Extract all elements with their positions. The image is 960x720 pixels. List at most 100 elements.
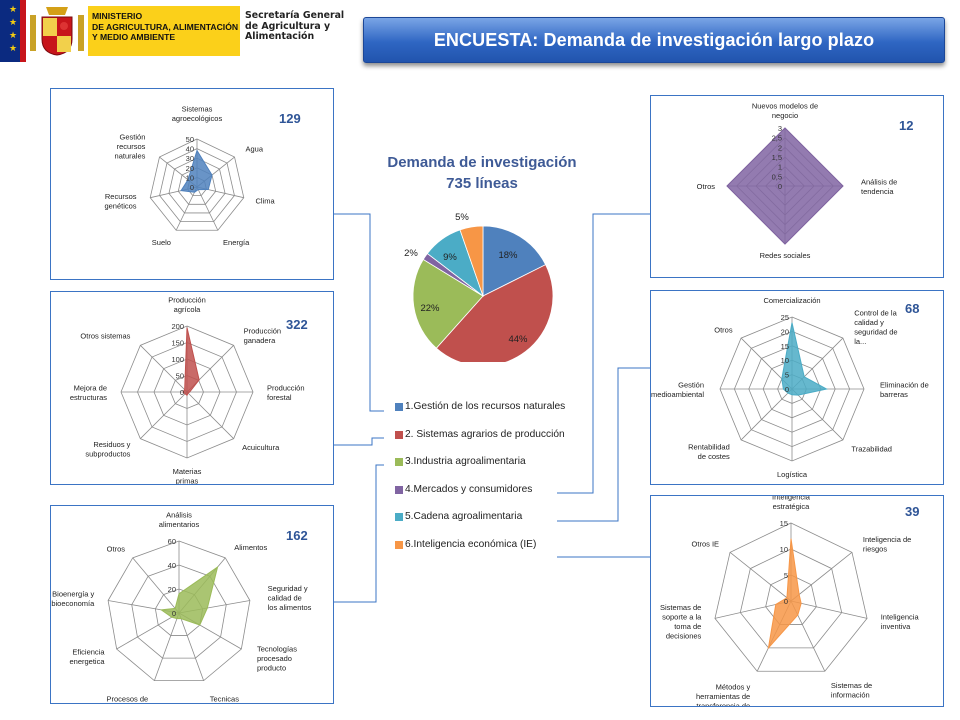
ministry-name: MINISTERIO DE AGRICULTURA, ALIMENTACIÓN …: [88, 6, 240, 56]
radar-tick-label: 15: [780, 519, 788, 528]
pie-data-label: 18%: [498, 250, 518, 261]
radar-series: [767, 538, 802, 650]
count-label: 68: [905, 301, 920, 316]
count-label: 129: [279, 111, 301, 126]
radar-grid: [719, 316, 865, 462]
radar-tick-label: 0: [190, 183, 194, 192]
radar-tick-label: 2: [778, 143, 782, 152]
radar-gridline: [714, 522, 868, 672]
radar-tick-label: 1,5: [772, 153, 782, 162]
secretaria-line-3: Alimentación: [245, 31, 315, 43]
radar-gridline: [765, 574, 817, 625]
radar-axis-label: Comercialización: [763, 296, 820, 305]
secretaria-name: Secretaría General de Agricultura y Alim…: [245, 10, 345, 43]
radar-spoke: [153, 612, 180, 681]
pie-subtitle: 735 líneas: [446, 175, 518, 192]
radar-tick-label: 25: [781, 313, 789, 322]
count-label: 39: [905, 504, 920, 519]
radar-tick-label: 30: [186, 154, 194, 163]
legend-label: 1.Gestión de los recursos naturales: [405, 401, 566, 412]
pie-data-label: 44%: [508, 334, 528, 345]
radar-tick-label: 150: [171, 339, 184, 348]
radar-tick-label: 0,5: [772, 172, 782, 181]
radar-tick-label: 10: [781, 356, 789, 365]
count-label: 322: [286, 317, 308, 332]
ministry-line-1: MINISTERIO: [92, 11, 143, 21]
ministry-line-2: DE AGRICULTURA, ALIMENTACIÓN: [92, 21, 239, 32]
radar-tick-label: 10: [780, 545, 788, 554]
legend-swatch: [395, 458, 403, 466]
title-banner: ENCUESTA: Demanda de investigación largo…: [363, 17, 945, 63]
pie-slice: [412, 258, 484, 349]
pie-slice: [482, 225, 547, 297]
radar-tick-label: 0: [785, 385, 789, 394]
radar-gridline: [177, 167, 217, 205]
radar-axis-label: Redes sociales: [760, 251, 811, 260]
ministry-line-3: Y MEDIO AMBIENTE: [92, 32, 176, 42]
radar-tick-label: 60: [168, 537, 176, 546]
radar-axis-label: Otros sistemas: [80, 331, 130, 340]
pie-title-block: Demanda de investigación 735 líneas: [366, 152, 598, 194]
radar-spoke: [791, 388, 844, 441]
radar-spoke: [140, 345, 188, 393]
pie-data-label: 9%: [443, 252, 457, 263]
radar-axis-label: Acuicultura: [242, 443, 280, 452]
radar-spoke: [729, 552, 792, 602]
legend-swatch: [395, 403, 403, 411]
radar-series: [159, 565, 219, 626]
pie-title: Demanda de investigación: [387, 154, 577, 171]
legend-label: 4.Mercados y consumidores: [405, 483, 533, 495]
radar-axis-label: Agua: [245, 144, 263, 153]
radar-spoke: [790, 600, 868, 619]
radar-axis-label: Clima: [255, 196, 275, 205]
radar-gridline: [107, 540, 251, 682]
radar-tick-label: 3: [778, 124, 782, 133]
radar-tick-label: 200: [171, 322, 184, 331]
radar-spoke: [740, 388, 793, 441]
pie-data-label: 22%: [420, 303, 440, 314]
count-label: 12: [899, 118, 914, 133]
radar-axis-label: Logística: [777, 470, 808, 479]
radar-axis-label: Otros: [107, 545, 126, 554]
radar-grid: [120, 325, 254, 459]
radar-gridline: [739, 548, 843, 649]
radar-tick-label: 20: [168, 585, 176, 594]
radar-spoke: [132, 557, 180, 614]
radar-gridline: [149, 138, 245, 231]
radar-axis-label: Alimentos: [234, 543, 267, 552]
secretaria-line-1: Secretaría General: [245, 10, 345, 21]
radar-tick-label: 40: [168, 561, 176, 570]
radar-tick-label: 20: [781, 327, 789, 336]
radar-gridline: [159, 148, 235, 222]
radar-spoke: [140, 391, 188, 439]
radar-tick-label: 2,5: [772, 134, 782, 143]
radar-tick-label: 50: [186, 135, 194, 144]
legend-label: 5.Cadena agroalimentaria: [405, 511, 523, 522]
radar-spoke: [186, 391, 234, 439]
radar-tick-label: 1: [778, 163, 782, 172]
